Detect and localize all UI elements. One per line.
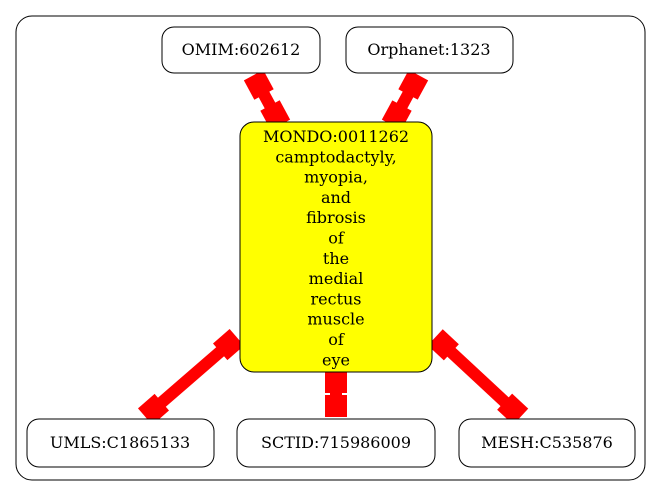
center-label-line: camptodactyly, (275, 147, 396, 166)
node-sctid-label: SCTID:715986009 (261, 433, 411, 452)
edge-umls-end-marker (137, 393, 170, 425)
node-umls-label: UMLS:C1865133 (50, 433, 190, 452)
edge-sctid-end-marker (325, 395, 347, 417)
center-label-line: muscle (307, 310, 364, 329)
node-mesh[interactable]: MESH:C535876 (458, 418, 636, 468)
center-label-line: of (328, 330, 345, 349)
center-label-line: MONDO:0011262 (263, 127, 409, 146)
graph-border (15, 15, 646, 481)
center-label-line: myopia, (304, 168, 368, 187)
edge-sctid-start-marker (325, 371, 347, 393)
node-omim-label: OMIM:602612 (182, 40, 301, 59)
node-mesh-label: MESH:C535876 (481, 433, 613, 452)
center-label-line: and (321, 188, 351, 207)
center-label-line: medial (309, 269, 364, 288)
edge-orphanet-start-marker (398, 69, 429, 100)
node-umls[interactable]: UMLS:C1865133 (26, 418, 215, 468)
center-label-line: of (328, 229, 345, 248)
center-label-line: the (323, 249, 349, 268)
node-omim[interactable]: OMIM:602612 (161, 26, 321, 74)
edge-mesh-start-marker (427, 329, 459, 361)
node-sctid[interactable]: SCTID:715986009 (236, 418, 436, 468)
center-label-line: rectus (310, 289, 361, 308)
center-label-line: fibrosis (306, 208, 366, 227)
edge-mesh-end-marker (497, 393, 529, 425)
edge-omim-start-marker (243, 69, 274, 100)
node-orphanet[interactable]: Orphanet:1323 (345, 26, 514, 74)
center-label-line: eye (322, 350, 350, 369)
edge-umls-start-marker (212, 329, 245, 361)
node-orphanet-label: Orphanet:1323 (367, 40, 490, 59)
